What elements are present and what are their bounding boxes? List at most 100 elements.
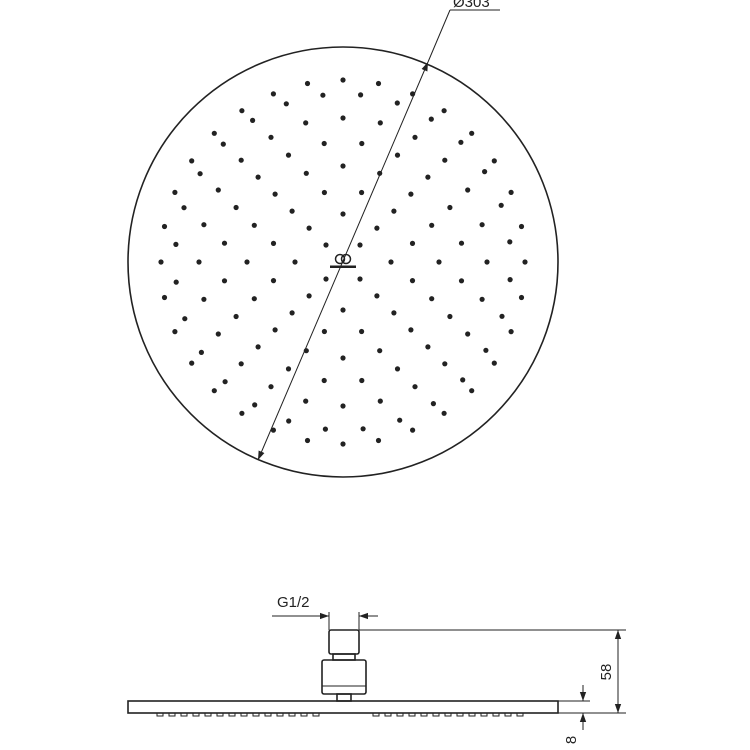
nozzle-dot: [189, 360, 195, 366]
nozzle-dot: [360, 426, 366, 432]
nozzle-dot: [304, 437, 311, 444]
nozzle-dot: [322, 426, 328, 432]
nozzle-dot: [286, 418, 292, 424]
nozzle-dot: [469, 388, 475, 394]
nozzle-dot: [469, 130, 475, 136]
nozzle-dot: [483, 347, 489, 353]
plate-nozzle: [240, 712, 248, 717]
plate-nozzle: [408, 712, 416, 717]
nozzle-dot: [211, 388, 217, 394]
nozzle-dot: [161, 223, 168, 230]
nozzle-dot: [340, 307, 346, 313]
plate-nozzles: [156, 712, 524, 717]
nozzle-dot: [215, 331, 221, 337]
plate-nozzle: [156, 712, 164, 717]
shower-plate-side: [127, 700, 559, 714]
plate-nozzle: [192, 712, 200, 717]
plate-nozzle: [312, 712, 320, 717]
nozzle-dot: [306, 293, 312, 299]
nozzle-dot: [321, 328, 327, 335]
nozzle-dot: [233, 204, 239, 211]
plate-nozzle: [480, 712, 488, 717]
nozzle-dot: [340, 163, 346, 169]
nozzle-dot: [460, 377, 466, 383]
plate-nozzle: [300, 712, 308, 717]
nozzle-dot: [196, 259, 202, 265]
nozzle-dot: [397, 417, 403, 423]
plate-nozzle: [504, 712, 512, 717]
nozzle-dot: [508, 329, 514, 335]
nozzle-dot: [189, 158, 195, 164]
nozzle-dot: [251, 296, 257, 302]
nozzle-dot: [442, 157, 448, 163]
nozzle-dot: [359, 189, 365, 196]
nozzle-dot: [412, 384, 418, 390]
nozzle-dot: [238, 361, 244, 367]
plate-nozzle: [492, 712, 500, 717]
nozzle-dot: [409, 278, 416, 284]
nozzle-dot: [251, 222, 257, 228]
nozzle-dot: [357, 276, 363, 282]
nozzle-dot: [198, 349, 204, 355]
nozzle-dot: [201, 296, 207, 302]
nozzle-dot: [172, 329, 178, 335]
nozzle-dot: [479, 222, 485, 228]
nozzle-dot: [429, 222, 435, 228]
nozzle-dot: [340, 355, 346, 361]
nozzle-dot: [340, 403, 346, 409]
nozzle-dot: [340, 211, 346, 217]
nozzle-dot: [272, 191, 278, 197]
nozzle-dot: [173, 279, 179, 285]
nozzle-dot: [233, 313, 239, 320]
diameter-leader-line: [427, 9, 451, 63]
nozzle-dot: [410, 427, 416, 433]
nozzle-dot: [222, 379, 228, 385]
nozzle-dot: [507, 277, 513, 283]
plate-nozzle: [264, 712, 272, 717]
diameter-dimension-line: [257, 61, 429, 461]
nozzle-dot: [484, 259, 490, 265]
nozzle-dot: [238, 157, 244, 163]
plate-nozzle: [216, 712, 224, 717]
nozzle-dot: [268, 384, 274, 390]
thickness-label: 8: [563, 736, 580, 744]
nozzle-dot: [239, 410, 245, 416]
nozzle-dot: [447, 204, 453, 211]
shower-head-outline: [127, 46, 559, 478]
nozzle-dot: [321, 189, 327, 196]
nozzle-dot: [172, 189, 178, 195]
nozzle-dot: [374, 293, 380, 299]
nozzle-dot: [458, 278, 465, 284]
nozzle-dot: [479, 296, 485, 302]
nozzle-dot: [161, 294, 168, 301]
nozzle-dot: [518, 223, 525, 230]
plate-nozzle: [276, 712, 284, 717]
nozzle-dot: [357, 242, 363, 248]
nozzle-dot: [221, 278, 228, 284]
nozzle-dot: [201, 222, 207, 228]
nozzle-dot: [377, 398, 383, 404]
nozzle-dot: [255, 174, 261, 180]
nozzle-dot: [425, 344, 431, 350]
nozzle-dot: [359, 140, 365, 147]
height-label: 58: [598, 664, 615, 681]
nozzle-dot: [391, 310, 397, 316]
nozzle-dot: [428, 116, 434, 122]
nozzle-dot: [270, 240, 277, 246]
nozzle-dot: [458, 240, 465, 246]
nozzle-dot: [388, 259, 394, 265]
nozzle-dot: [394, 100, 400, 106]
plate-nozzle: [468, 712, 476, 717]
nozzle-dot: [412, 134, 418, 140]
nozzle-dot: [375, 80, 382, 87]
plate-nozzle: [204, 712, 212, 717]
nozzle-dot: [436, 259, 442, 265]
nozzle-dot: [394, 152, 401, 158]
nozzle-dot: [375, 437, 382, 444]
nozzle-dot: [270, 91, 276, 97]
side-view: G1/2 58 8: [127, 594, 626, 744]
nozzle-dot: [270, 278, 277, 284]
nozzle-dot: [491, 360, 497, 366]
nozzle-dot: [285, 366, 292, 372]
